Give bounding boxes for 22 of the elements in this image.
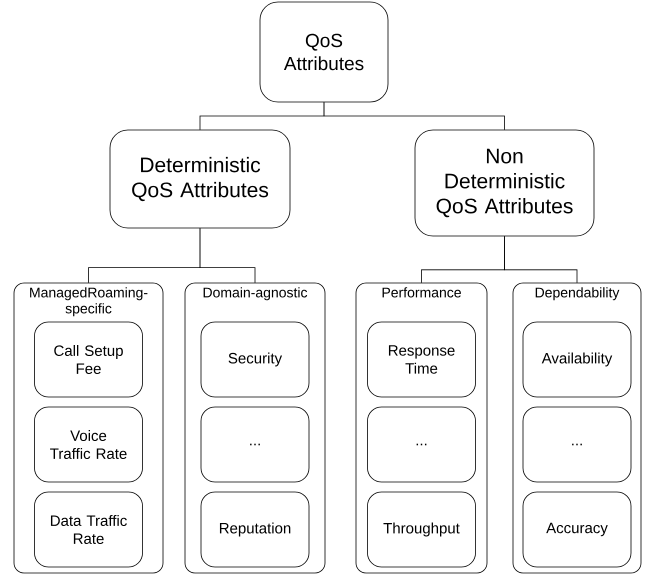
group-heading: Domain-agnostic: [204, 287, 308, 300]
attribute-box: Throughput: [367, 492, 476, 568]
attribute-box: Accuracy: [522, 492, 632, 568]
group-heading: Performance: [382, 287, 461, 298]
attribute-box: Security: [200, 322, 310, 398]
attribute-box: Response Time: [367, 322, 476, 398]
connector-line: [504, 236, 578, 283]
attribute-box: ...: [522, 406, 632, 482]
group-heading: ManagedRoaming-specific: [30, 287, 148, 316]
category-box: Non Deterministic QoS Attributes: [414, 130, 594, 236]
attribute-box: Reputation: [200, 492, 310, 568]
attribute-box: Data Traffic Rate: [34, 492, 143, 568]
connector-line: [200, 228, 256, 283]
group-heading: Dependability: [536, 287, 620, 300]
connector-line: [324, 102, 505, 130]
attribute-box: ...: [367, 406, 476, 482]
root-box: QoS Attributes: [260, 2, 388, 102]
attribute-box: Availability: [522, 322, 632, 398]
attribute-box: Voice Traffic Rate: [34, 406, 143, 482]
attribute-box: ...: [200, 406, 310, 482]
category-box: Deterministic QoS Attributes: [110, 130, 290, 228]
attribute-box: Call Setup Fee: [34, 322, 143, 398]
